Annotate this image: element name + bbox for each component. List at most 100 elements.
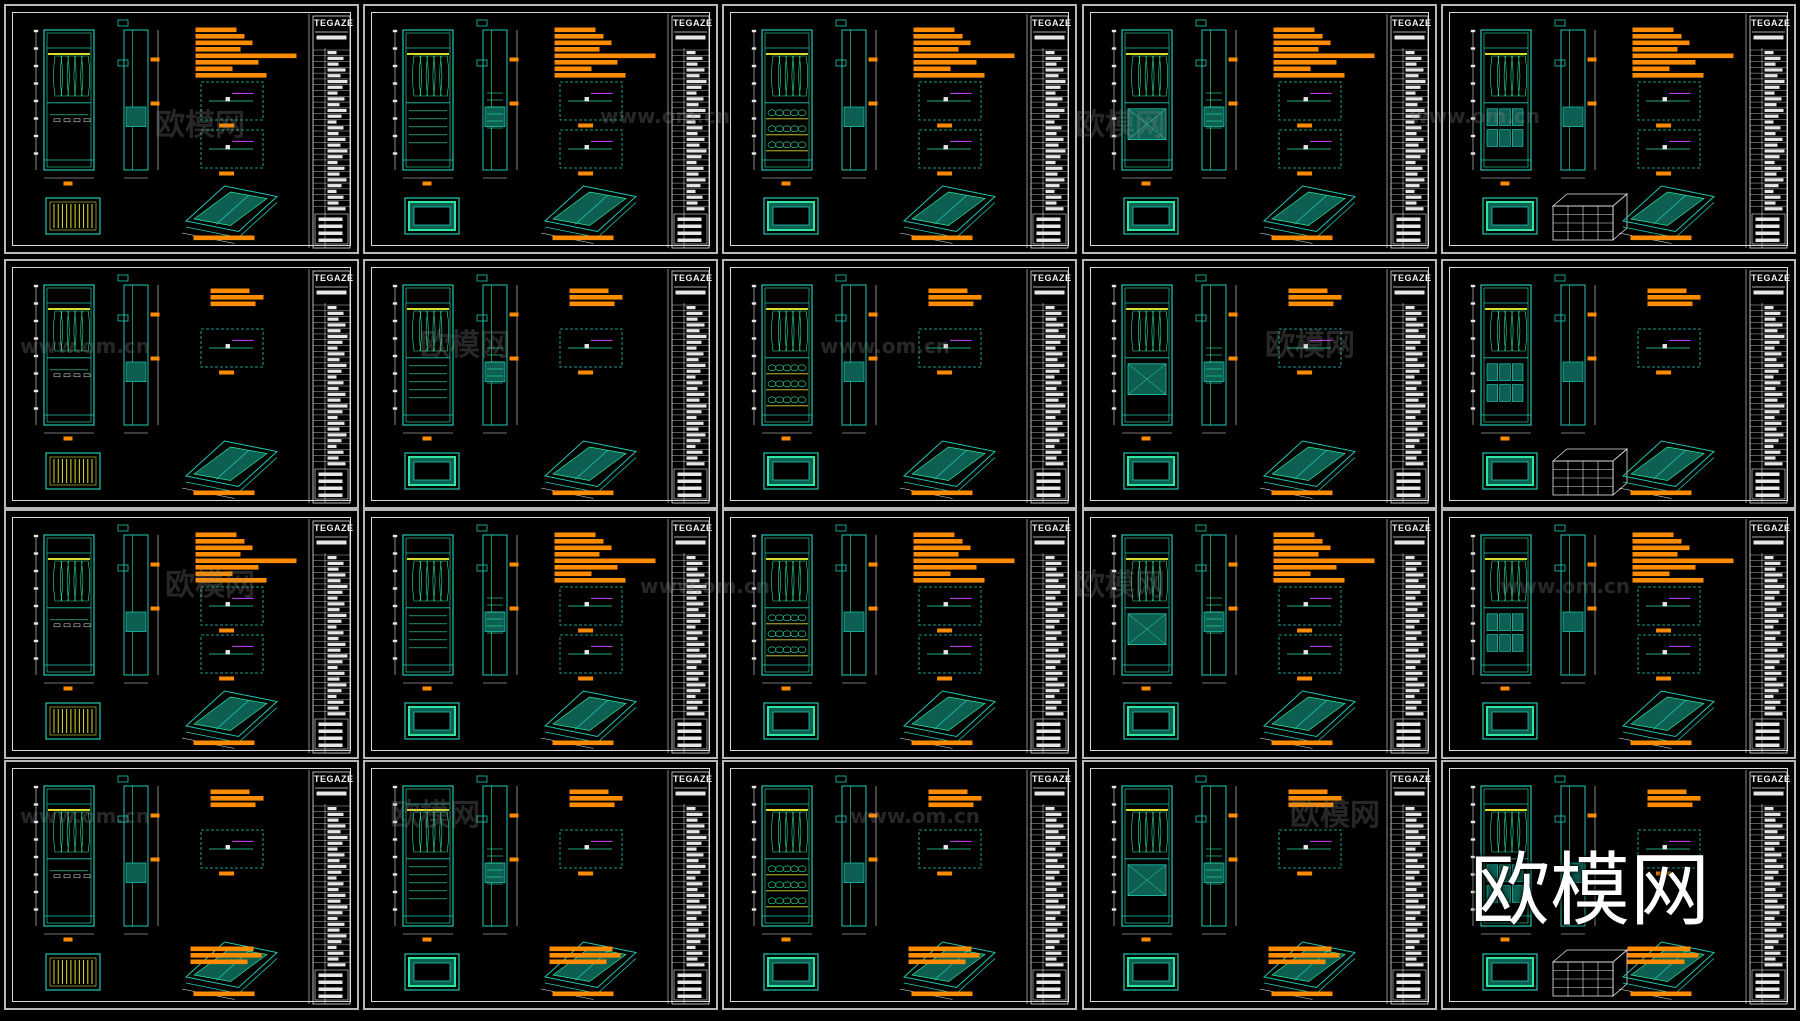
title-block-stamp-text — [677, 722, 702, 726]
detail-label-bar — [1656, 123, 1672, 128]
title-block-text — [327, 893, 346, 897]
title-block-text — [1405, 876, 1415, 880]
title-block-text — [1764, 648, 1778, 652]
title-block-text — [1764, 637, 1776, 641]
brand-subtitle-bar — [1394, 791, 1425, 796]
isometric-tray — [1621, 185, 1716, 233]
garment-outline — [1510, 560, 1521, 602]
title-block — [1030, 771, 1069, 1005]
drawing-sheet: TEGAZE — [722, 259, 1077, 509]
title-block-text — [1405, 155, 1421, 159]
detail-bubble — [200, 81, 264, 121]
title-block-text — [327, 945, 337, 950]
title-block-text — [327, 689, 342, 693]
side-section — [1201, 284, 1227, 426]
title-block-text — [1405, 421, 1423, 425]
dimension-tick — [751, 389, 757, 393]
detail-label-bar — [937, 628, 953, 633]
plan-inner — [49, 957, 97, 987]
plan-cavity — [1132, 711, 1170, 731]
title-block-text — [1764, 155, 1780, 159]
title-block-text — [686, 561, 703, 565]
title-block-text — [1405, 340, 1421, 344]
title-block-text — [327, 137, 346, 141]
annotation-text-bar — [549, 953, 621, 958]
garment-outline — [412, 310, 422, 352]
title-block-text — [686, 410, 702, 414]
dimension-tick — [392, 639, 398, 643]
detail-point — [225, 844, 231, 850]
side-section — [482, 29, 508, 171]
isometric-tray — [902, 185, 997, 233]
sheet-inner-frame — [1090, 768, 1429, 1002]
annotation-text-bar — [554, 27, 596, 33]
title-block-text — [1405, 317, 1417, 321]
shoe-shape — [767, 141, 777, 149]
title-block-stamp — [1032, 969, 1067, 1001]
cubby — [1486, 108, 1499, 126]
dimension-tick — [1470, 284, 1476, 288]
title-block-text — [1764, 74, 1778, 78]
annotation-text-bar — [1632, 27, 1674, 33]
annotation-text-bar — [195, 558, 297, 564]
wardrobe-inner-line — [1483, 32, 1529, 168]
title-block-text — [1045, 450, 1062, 454]
shoe-shape — [790, 109, 799, 117]
title-block-text — [1045, 864, 1065, 869]
title-block-text — [1405, 830, 1419, 834]
title-block-text — [327, 375, 337, 379]
sheet-inner-frame — [730, 768, 1069, 1002]
title-block-text — [327, 830, 341, 834]
title-block-text — [686, 91, 697, 95]
isometric-tray-inner — [1630, 191, 1705, 226]
title-block-text — [1764, 602, 1782, 606]
title-block-text — [1764, 421, 1782, 425]
section-callout — [1228, 312, 1238, 317]
title-block — [1030, 270, 1069, 504]
sheet-drawing — [392, 519, 710, 754]
garment-outline — [1144, 560, 1155, 602]
handle — [53, 623, 61, 628]
cubby — [1511, 384, 1524, 402]
shoe-shape — [790, 865, 799, 873]
title-block-text — [1045, 876, 1055, 880]
drawing-sheet: TEGAZE — [1082, 509, 1437, 759]
section-tag — [1554, 815, 1566, 823]
title-block-stamp-text — [1396, 486, 1421, 490]
title-block-text — [1045, 103, 1058, 107]
detail-point — [225, 601, 231, 607]
annotation-text-bar — [911, 991, 973, 997]
dimension-tick — [1470, 152, 1476, 155]
title-block-text — [327, 189, 337, 194]
garment-outline — [412, 811, 422, 853]
title-block-text — [1045, 888, 1057, 892]
section-callout — [150, 57, 160, 62]
title-block — [1749, 270, 1788, 504]
title-block-text — [1764, 830, 1778, 834]
garment-outline — [1151, 560, 1162, 602]
section-callout — [1587, 606, 1597, 611]
dimension-tick — [33, 908, 39, 911]
tray-divider — [574, 699, 609, 730]
title-block-text — [1045, 195, 1062, 199]
brand-subtitle-bar — [1753, 540, 1784, 545]
title-block-text — [686, 166, 704, 170]
dimension-tick — [1111, 337, 1117, 340]
title-block-text — [1045, 911, 1061, 915]
section-callout — [1587, 57, 1597, 62]
title-block-text — [1405, 928, 1418, 932]
annotation-text-bar — [195, 47, 241, 52]
title-block-brand: TEGAZE — [1751, 774, 1791, 784]
side-section — [1560, 534, 1586, 676]
sheet-drawing — [1111, 519, 1429, 754]
tray-edge — [1675, 958, 1715, 994]
side-section — [841, 284, 867, 426]
title-block-text — [1764, 864, 1784, 869]
wardrobe-front-elevation — [761, 534, 813, 676]
shoe-shape — [775, 364, 784, 372]
title-block-text — [1405, 807, 1415, 811]
dimension-tick — [392, 64, 398, 68]
cubby — [1499, 384, 1511, 402]
shoe-shape — [775, 125, 784, 133]
title-block-text — [1405, 85, 1421, 89]
